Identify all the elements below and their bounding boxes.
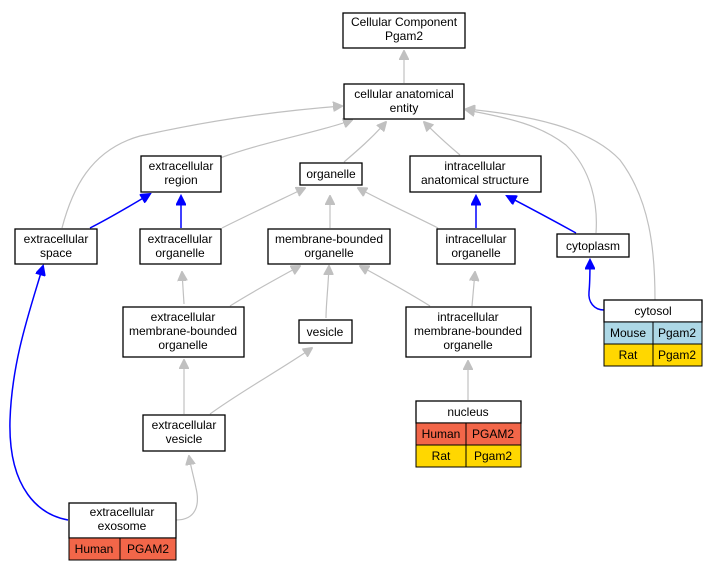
node-extracellular-vesicle[interactable]: extracellular vesicle [142,414,226,452]
gene-label: Pgam2 [474,449,512,463]
edge-cytoplasm-to-cae [466,110,597,234]
species-label: Human [422,427,461,441]
node-label-line: extracellular [151,310,216,324]
node-label-line: membrane-bounded [129,324,237,338]
edge-ias-to-cae [424,122,461,156]
node-label-line: organelle [304,246,354,260]
species-label: Mouse [610,326,646,340]
node-intracellular-organelle[interactable]: intracellular organelle [436,228,516,265]
node-label-line: region [164,173,197,187]
node-label-line: nucleus [447,405,488,419]
node-label-line: space [40,246,72,260]
node-label-line: extracellular [149,159,214,173]
node-label-line: Cellular Component [351,15,458,29]
node-label-line: membrane-bounded [275,232,383,246]
node-label-line: cellular anatomical [354,87,453,101]
node-label-line: extracellular [148,232,213,246]
edge-ecspace-to-cae [61,106,342,229]
edge-icmbo-to-icorg [472,272,475,307]
edge-cytosol-to-cae [466,109,656,301]
node-label-line: extracellular [90,505,155,519]
node-intracellular-anatomical-structure[interactable]: intracellular anatomical structure [409,155,542,193]
node-label-line: vesicle [166,432,203,446]
node-label-line: anatomical structure [421,173,529,187]
gene-cell-rat [652,343,703,367]
edge-ecmbo-to-mbo [229,266,300,307]
edge-exosome-partof-ecspace [9,266,69,521]
node-nucleus[interactable]: nucleus Human PGAM2 Rat Pgam2 [415,400,522,468]
node-cellular-anatomical-entity[interactable]: cellular anatomical entity [343,83,465,120]
node-label-line: extracellular [24,232,89,246]
edge-ecvesicle-to-vesicle [209,348,312,415]
node-label-line: organelle [158,338,208,352]
node-organelle[interactable]: organelle [299,162,363,186]
gene-label: PGAM2 [472,427,514,441]
node-label-line: intracellular [437,310,498,324]
edge-icorg-to-organelle [358,188,439,229]
edge-vesicle-to-mbo [326,266,329,319]
node-extracellular-exosome[interactable]: extracellular exosome Human PGAM2 [68,502,177,561]
species-label: Human [75,542,114,556]
node-cytoplasm[interactable]: cytoplasm [556,233,630,258]
node-membrane-bounded-organelle[interactable]: membrane-bounded organelle [267,228,391,265]
gene-label: PGAM2 [127,542,169,556]
node-label-line: intracellular [445,232,506,246]
gene-cell-human [119,537,177,561]
node-label-line: extracellular [152,418,217,432]
edge-exosome-to-ecvesicle [175,456,198,521]
node-extracellular-organelle[interactable]: extracellular organelle [139,228,222,265]
node-cellular-component-root[interactable]: Cellular Component Pgam2 [342,12,466,49]
node-label-line: membrane-bounded [414,324,522,338]
node-label-line: organelle [451,246,501,260]
node-extracellular-region[interactable]: extracellular region [140,155,222,193]
node-extracellular-space[interactable]: extracellular space [14,228,98,265]
gene-label: Pgam2 [658,326,696,340]
node-extracellular-membrane-bounded-organelle[interactable]: extracellular membrane-bounded organelle [122,306,245,358]
edge-ecspace-partof-ecregion [89,194,150,229]
node-label-line: organelle [306,167,356,181]
node-label-line: cytoplasm [566,239,620,253]
species-label: Rat [619,348,638,362]
species-label: Rat [432,449,451,463]
node-label-line: vesicle [307,325,344,339]
node-intracellular-membrane-bounded-organelle[interactable]: intracellular membrane-bounded organelle [405,306,532,358]
node-label-line: intracellular [444,159,505,173]
edge-cytosol-partof-cytoplasm [589,260,605,311]
node-label-line: entity [390,101,419,115]
node-label-line: cytosol [634,304,671,318]
gene-label: Pgam2 [658,348,696,362]
edges [9,51,656,521]
node-label-line: organelle [443,338,493,352]
edge-cytoplasm-partof-ias [507,196,577,234]
edge-ecmbo-to-ecorg [182,272,184,305]
edge-ecorg-to-organelle [221,188,305,229]
gene-cell-rat [465,444,522,468]
node-cytosol[interactable]: cytosol Mouse Pgam2 Rat Pgam2 [603,299,703,367]
node-vesicle[interactable]: vesicle [298,319,353,344]
nodes: Cellular Component Pgam2 cellular anatom… [14,12,703,561]
node-label-line: organelle [155,246,205,260]
node-label-line: exosome [98,519,147,533]
edge-ecregion-to-cae [219,120,352,159]
node-label-line: Pgam2 [385,29,423,43]
edge-icmbo-to-mbo [360,266,431,307]
edge-organelle-to-cae [343,122,386,163]
